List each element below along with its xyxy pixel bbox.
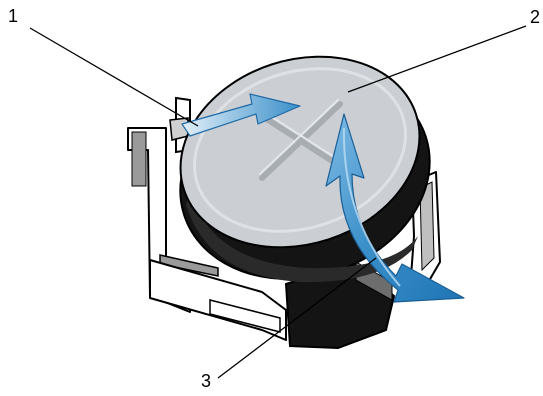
leader-line-1 <box>30 28 198 126</box>
leader-line-2 <box>348 26 526 92</box>
callout-label-2: 2 <box>530 8 540 26</box>
callout-label-1: 1 <box>8 7 18 25</box>
callout-label-3: 3 <box>201 372 211 390</box>
holder-left-bracket-shade <box>132 132 146 186</box>
